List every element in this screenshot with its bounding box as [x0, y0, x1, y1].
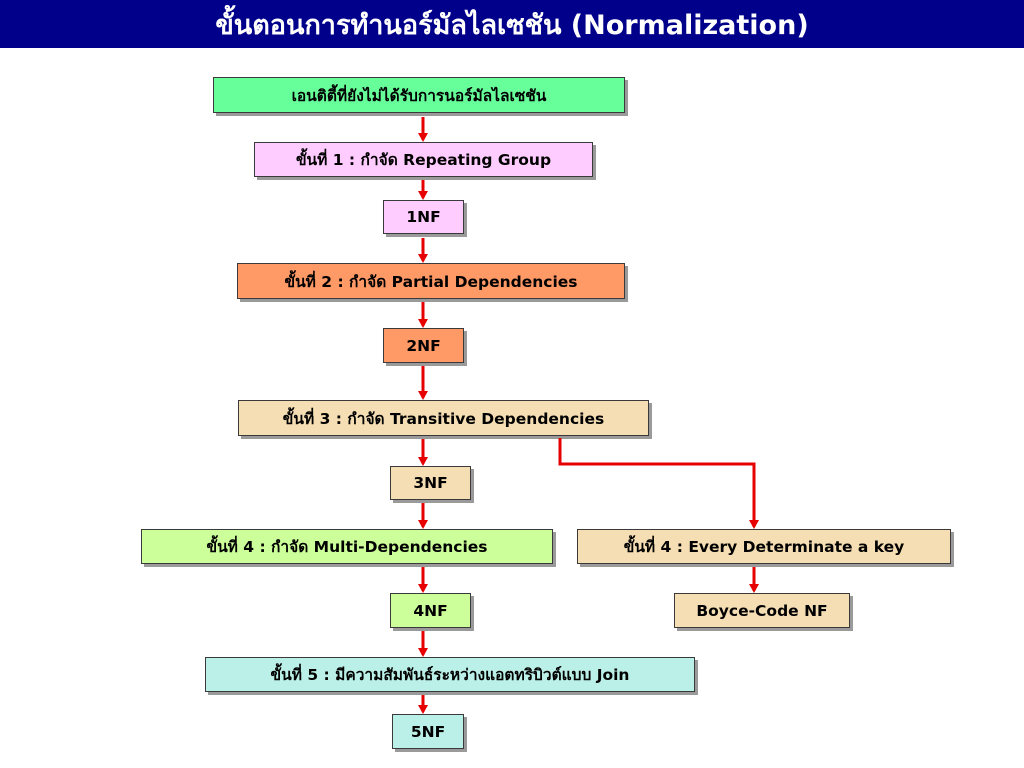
node-step2: ขั้นที่ 2 : กำจัด Partial Dependencies	[237, 263, 625, 299]
node-step5: ขั้นที่ 5 : มีความสัมพันธ์ระหว่างแอตทริบ…	[205, 657, 695, 692]
node-step1: ขั้นที่ 1 : กำจัด Repeating Group	[254, 142, 593, 177]
node-5nf: 5NF	[392, 714, 464, 749]
slide-title: ขั้นตอนการทำนอร์มัลไลเซชัน (Normalizatio…	[0, 0, 1024, 48]
node-step4-bcnf: ขั้นที่ 4 : Every Determinate a key	[577, 529, 951, 564]
node-2nf: 2NF	[383, 328, 464, 363]
node-4nf: 4NF	[390, 593, 471, 628]
node-1nf: 1NF	[383, 200, 464, 234]
node-step4: ขั้นที่ 4 : กำจัด Multi-Dependencies	[141, 529, 553, 564]
node-bcnf: Boyce-Code NF	[674, 593, 850, 628]
node-3nf: 3NF	[390, 466, 471, 500]
node-step3: ขั้นที่ 3 : กำจัด Transitive Dependencie…	[238, 400, 649, 436]
arrow-step3-to-step4-bcnf	[558, 438, 759, 529]
node-unnormalized: เอนติตี้ที่ยังไม่ได้รับการนอร์มัลไลเซชัน	[213, 77, 625, 113]
